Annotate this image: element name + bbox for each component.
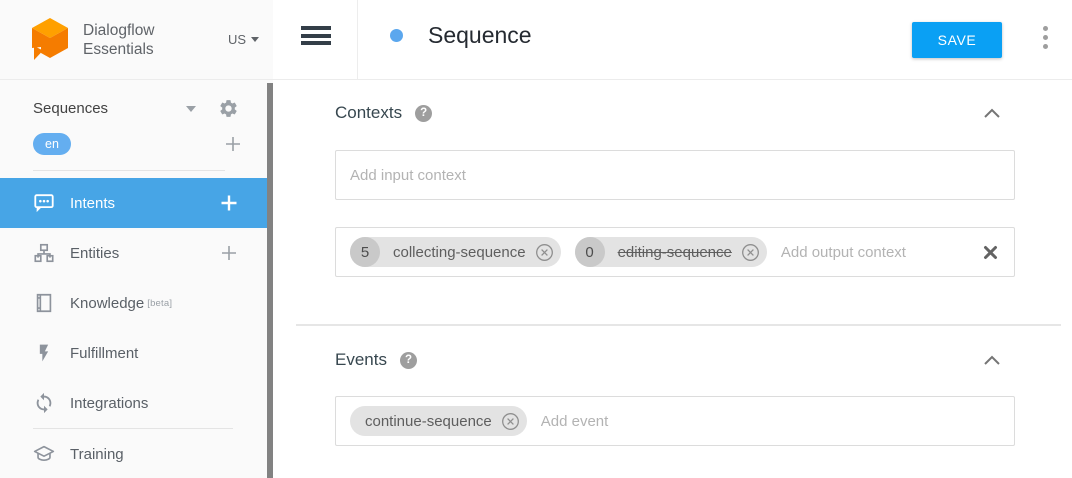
sidebar-item-label: Knowledge <box>70 294 145 312</box>
sidebar-item-label: Integrations <box>70 394 149 412</box>
output-context-chip[interactable]: 0 editing-sequence <box>574 237 767 267</box>
remove-event-icon[interactable] <box>501 412 520 431</box>
main-panel: Sequence SAVE Contexts ? 5 collecting-se… <box>273 0 1072 478</box>
help-icon[interactable]: ? <box>399 351 417 369</box>
agent-dropdown-icon[interactable] <box>186 105 196 112</box>
event-chip[interactable]: continue-sequence <box>350 406 527 436</box>
entities-tree-icon <box>33 242 55 264</box>
region-selector[interactable]: US <box>228 32 259 47</box>
sidebar: Dialogflow Essentials US Sequences en <box>0 0 273 478</box>
output-context-input[interactable] <box>780 243 981 261</box>
sidebar-item-intents[interactable]: Intents <box>0 178 273 228</box>
sidebar-item-knowledge[interactable]: Knowledge[beta] <box>0 278 273 328</box>
sidebar-item-label: Fulfillment <box>70 344 139 362</box>
chevron-down-icon <box>251 37 259 42</box>
sidebar-item-label: Intents <box>70 194 116 212</box>
events-title: Events <box>335 350 387 369</box>
events-field[interactable]: continue-sequence <box>335 396 1015 446</box>
context-lifespan-badge[interactable]: 0 <box>574 237 605 267</box>
collapse-events-icon[interactable] <box>983 354 1001 366</box>
contexts-title: Contexts <box>335 103 403 122</box>
sidebar-divider <box>33 170 225 171</box>
book-icon <box>33 292 55 314</box>
add-language-icon[interactable] <box>223 134 243 154</box>
sidebar-nav: Intents Entities Knowledge[beta] <box>0 178 273 478</box>
chat-bubble-icon <box>33 192 55 214</box>
beta-badge: [beta] <box>147 297 173 309</box>
events-section-header: Events ? <box>335 350 1015 370</box>
remove-context-icon[interactable] <box>535 243 554 262</box>
language-badge[interactable]: en <box>33 133 71 155</box>
clear-contexts-icon[interactable] <box>981 243 1000 262</box>
sidebar-item-training[interactable]: Training <box>0 429 273 478</box>
intent-status-dot <box>390 29 403 42</box>
header-divider <box>357 0 358 79</box>
save-button[interactable]: SAVE <box>912 22 1002 58</box>
sidebar-item-label: Entities <box>70 244 120 262</box>
sidebar-item-entities[interactable]: Entities <box>0 228 273 278</box>
collapse-contexts-icon[interactable] <box>983 107 1001 119</box>
context-chip-label: collecting-sequence <box>393 243 526 261</box>
remove-context-icon[interactable] <box>741 243 760 262</box>
agent-selector[interactable]: Sequences <box>33 100 109 117</box>
add-entity-icon[interactable] <box>219 243 239 263</box>
help-icon[interactable]: ? <box>415 104 433 122</box>
context-lifespan-badge[interactable]: 5 <box>350 237 380 267</box>
gear-icon[interactable] <box>218 98 239 119</box>
sidebar-item-label: Training <box>70 445 124 463</box>
hamburger-menu-icon[interactable] <box>301 26 331 49</box>
section-divider <box>296 324 1061 326</box>
lightning-bolt-icon <box>33 342 55 364</box>
sync-icon <box>33 392 55 414</box>
sidebar-item-fulfillment[interactable]: Fulfillment <box>0 328 273 378</box>
main-header: Sequence SAVE <box>273 0 1072 80</box>
add-intent-icon[interactable] <box>219 193 239 213</box>
output-context-field[interactable]: 5 collecting-sequence 0 editing-sequence <box>335 227 1015 277</box>
input-context-input[interactable] <box>350 166 1000 184</box>
sidebar-divider <box>33 428 233 429</box>
sidebar-item-integrations[interactable]: Integrations <box>0 378 273 428</box>
more-options-icon[interactable] <box>1038 24 1052 51</box>
page-title: Sequence <box>428 22 532 48</box>
event-input[interactable] <box>540 412 1000 430</box>
context-chip-label: editing-sequence <box>617 243 732 261</box>
brand-name: Dialogflow Essentials <box>83 21 155 58</box>
agent-selector-row: Sequences <box>0 80 273 119</box>
sidebar-scrollbar[interactable] <box>267 83 273 478</box>
sidebar-header: Dialogflow Essentials US <box>0 0 273 80</box>
input-context-field[interactable] <box>335 150 1015 200</box>
dialogflow-logo-icon <box>32 17 68 60</box>
language-row: en <box>0 119 273 155</box>
event-chip-label: continue-sequence <box>365 412 492 430</box>
output-context-chip[interactable]: 5 collecting-sequence <box>350 237 561 267</box>
graduation-cap-icon <box>33 443 55 465</box>
contexts-section-header: Contexts ? <box>335 103 1015 123</box>
